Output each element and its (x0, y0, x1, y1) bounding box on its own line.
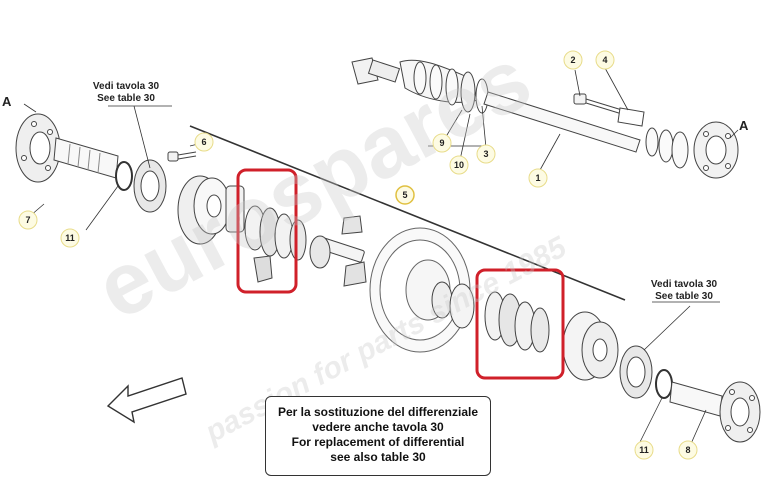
svg-text:4: 4 (602, 55, 607, 65)
see-table-left-line2: See table 30 (97, 93, 155, 104)
callout-5: 5 (395, 185, 415, 205)
ring-gear (369, 227, 471, 353)
svg-text:11: 11 (639, 445, 649, 455)
note-line-4: see also table 30 (330, 450, 426, 464)
ref-label-left: A (2, 94, 12, 109)
callout-2: 2 (563, 50, 583, 70)
callout-4: 4 (595, 50, 615, 70)
replacement-note: Per la sostituzione del differenziale ve… (265, 396, 491, 476)
bearing-left (133, 159, 167, 213)
direction-arrow (106, 377, 187, 424)
svg-text:9: 9 (439, 138, 444, 148)
callout-11-right: 11 (634, 440, 654, 460)
highlight-box-right (475, 268, 565, 380)
see-table-right-line1: Vedi tavola 30 (651, 279, 718, 290)
note-line-3: For replacement of differential (291, 435, 465, 449)
bearing-right (619, 345, 653, 399)
callout-10: 10 (449, 155, 469, 175)
svg-text:5: 5 (402, 190, 407, 200)
drive-shaft-upper (351, 57, 739, 179)
callout-8: 8 (678, 440, 698, 460)
callout-group: 1 2 3 4 5 6 7 8 9 10 11 11 (18, 50, 698, 460)
spider-gears (309, 215, 367, 287)
bolt-and-bracket (573, 93, 645, 127)
svg-text:6: 6 (201, 137, 206, 147)
see-table-left-line1: Vedi tavola 30 (93, 81, 160, 92)
callout-11-left: 11 (60, 228, 80, 248)
clutch-pack-right (484, 291, 550, 353)
svg-text:11: 11 (65, 233, 75, 243)
differential-housing-left (177, 175, 245, 245)
circlip-right (655, 369, 673, 399)
note-line-2: vedere anche tavola 30 (312, 420, 444, 434)
clutch-pack-left (244, 205, 307, 283)
flange-left (15, 113, 119, 183)
svg-text:2: 2 (570, 55, 575, 65)
callout-6: 6 (194, 132, 214, 152)
see-table-right-line2: See table 30 (655, 291, 713, 302)
callout-1: 1 (528, 168, 548, 188)
highlight-box-left (236, 168, 298, 294)
ref-label-right: A (739, 118, 749, 133)
svg-text:8: 8 (685, 445, 690, 455)
note-line-1: Per la sostituzione del differenziale (277, 405, 479, 419)
svg-text:1: 1 (535, 173, 540, 183)
flange-right (669, 381, 761, 443)
differential-housing-right (562, 311, 619, 381)
circlip-left (115, 161, 133, 191)
callout-9: 9 (432, 133, 452, 153)
svg-text:3: 3 (483, 149, 488, 159)
svg-text:10: 10 (454, 160, 464, 170)
callout-7: 7 (18, 210, 38, 230)
callout-3: 3 (476, 144, 496, 164)
pinion (431, 281, 475, 329)
svg-text:7: 7 (25, 215, 30, 225)
bolt-6 (167, 151, 197, 162)
